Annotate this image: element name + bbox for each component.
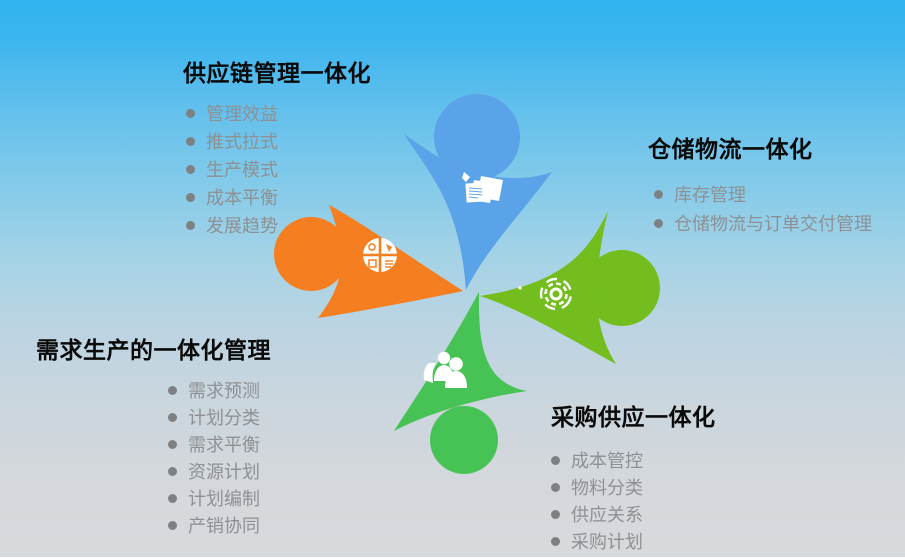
- block-demand: 需求生产的一体化管理 需求预测 计划分类 需求平衡 资源计划 计划编制: [36, 337, 271, 544]
- petal-yellow-green[interactable]: [480, 211, 616, 364]
- block-purchasing: 采购供应一体化 成本管控 物料分类 供应关系 采购计划: [551, 404, 716, 560]
- list-item-label: 物料分类: [571, 477, 643, 498]
- list-item-label: 供应关系: [571, 504, 643, 525]
- bullet-dot: [168, 440, 177, 450]
- list-item-label: 成本平衡: [206, 187, 278, 208]
- list-item-label: 产销协同: [188, 515, 260, 536]
- bullet-dot: [551, 537, 560, 547]
- bullet-dot: [186, 137, 195, 147]
- bullet-dot: [551, 510, 560, 520]
- people-group-icon: [423, 351, 467, 388]
- bullet-dot: [168, 467, 177, 477]
- block-warehouse: 仓储物流一体化 库存管理 仓储物流与订单交付管理: [648, 136, 872, 244]
- block-warehouse-title: 仓储物流一体化: [648, 136, 813, 162]
- block-purchasing-title: 采购供应一体化: [551, 404, 716, 430]
- yellow-green-head-circle: [584, 250, 660, 326]
- list-item-label: 成本管控: [571, 450, 643, 471]
- block-demand-list: 需求预测 计划分类 需求平衡 资源计划 计划编制 产销协同: [168, 382, 271, 535]
- bullet-dot: [186, 165, 195, 175]
- list-item-label: 资源计划: [188, 461, 260, 482]
- petal-orange[interactable]: [318, 205, 463, 318]
- list-item-label: 需求平衡: [188, 434, 260, 455]
- bullet-dot: [168, 521, 177, 531]
- list-item-label: 需求预测: [188, 380, 260, 401]
- gear-icon: [539, 277, 573, 311]
- blue-head-circle: [434, 94, 520, 180]
- bullet-dot: [168, 413, 177, 423]
- list-item[interactable]: 物料分类: [551, 479, 716, 497]
- list-item[interactable]: 计划分类: [168, 409, 271, 427]
- bullet-dot: [551, 483, 560, 493]
- documents-icon: [462, 172, 503, 203]
- bullet-dot: [168, 494, 177, 504]
- bullet-dot: [654, 219, 663, 229]
- list-item[interactable]: 计划编制: [168, 490, 271, 508]
- pie-quadrant-icon: [363, 238, 397, 272]
- list-item-label: 采购计划: [571, 531, 643, 552]
- list-item-label: 库存管理: [674, 184, 746, 205]
- list-item[interactable]: 仓储物流与订单交付管理: [654, 215, 872, 233]
- list-item[interactable]: 库存管理: [654, 186, 872, 204]
- green-head-circle: [430, 406, 498, 474]
- list-item[interactable]: 采购计划: [551, 533, 716, 551]
- list-item-label: 计划分类: [188, 407, 260, 428]
- list-item[interactable]: 产销协同: [168, 517, 271, 535]
- list-item[interactable]: 发展趋势: [186, 217, 371, 235]
- list-item-label: 发展趋势: [206, 215, 278, 236]
- list-item[interactable]: 管理效益: [186, 105, 371, 123]
- bullet-dot: [186, 193, 195, 203]
- block-purchasing-list: 成本管控 物料分类 供应关系 采购计划: [551, 452, 716, 551]
- list-item[interactable]: 需求平衡: [168, 436, 271, 454]
- block-warehouse-list: 库存管理 仓储物流与订单交付管理: [654, 186, 872, 233]
- bullet-dot: [168, 386, 177, 396]
- list-item[interactable]: 需求预测: [168, 382, 271, 400]
- petal-yg-shape-lower: [480, 211, 616, 364]
- list-item-label: 生产模式: [206, 159, 278, 180]
- petal-blue-shape-lower: [404, 134, 552, 290]
- list-item[interactable]: 成本平衡: [186, 189, 371, 207]
- block-supply-chain-list: 管理效益 推式拉式 生产模式 成本平衡 发展趋势: [186, 105, 371, 235]
- list-item[interactable]: 供应关系: [551, 506, 716, 524]
- bullet-dot: [186, 109, 195, 119]
- list-item[interactable]: 生产模式: [186, 161, 371, 179]
- petal-yg-accent-dot: [518, 286, 522, 290]
- orange-head-circle: [274, 217, 348, 291]
- block-demand-title: 需求生产的一体化管理: [36, 337, 271, 363]
- list-item-label: 仓储物流与订单交付管理: [674, 213, 872, 234]
- list-item-label: 计划编制: [188, 488, 260, 509]
- block-supply-chain-title: 供应链管理一体化: [183, 60, 371, 86]
- petal-blue[interactable]: [404, 134, 552, 290]
- list-item[interactable]: 成本管控: [551, 452, 716, 470]
- bullet-dot: [551, 456, 560, 466]
- block-supply-chain: 供应链管理一体化 管理效益 推式拉式 生产模式 成本平衡 发展趋势: [183, 60, 371, 245]
- list-item-label: 推式拉式: [206, 131, 278, 152]
- list-item[interactable]: 推式拉式: [186, 133, 371, 151]
- bullet-dot: [654, 190, 663, 200]
- petal-green[interactable]: [394, 292, 527, 431]
- list-item-label: 管理效益: [206, 103, 278, 124]
- list-item[interactable]: 资源计划: [168, 463, 271, 481]
- bullet-dot: [186, 221, 195, 231]
